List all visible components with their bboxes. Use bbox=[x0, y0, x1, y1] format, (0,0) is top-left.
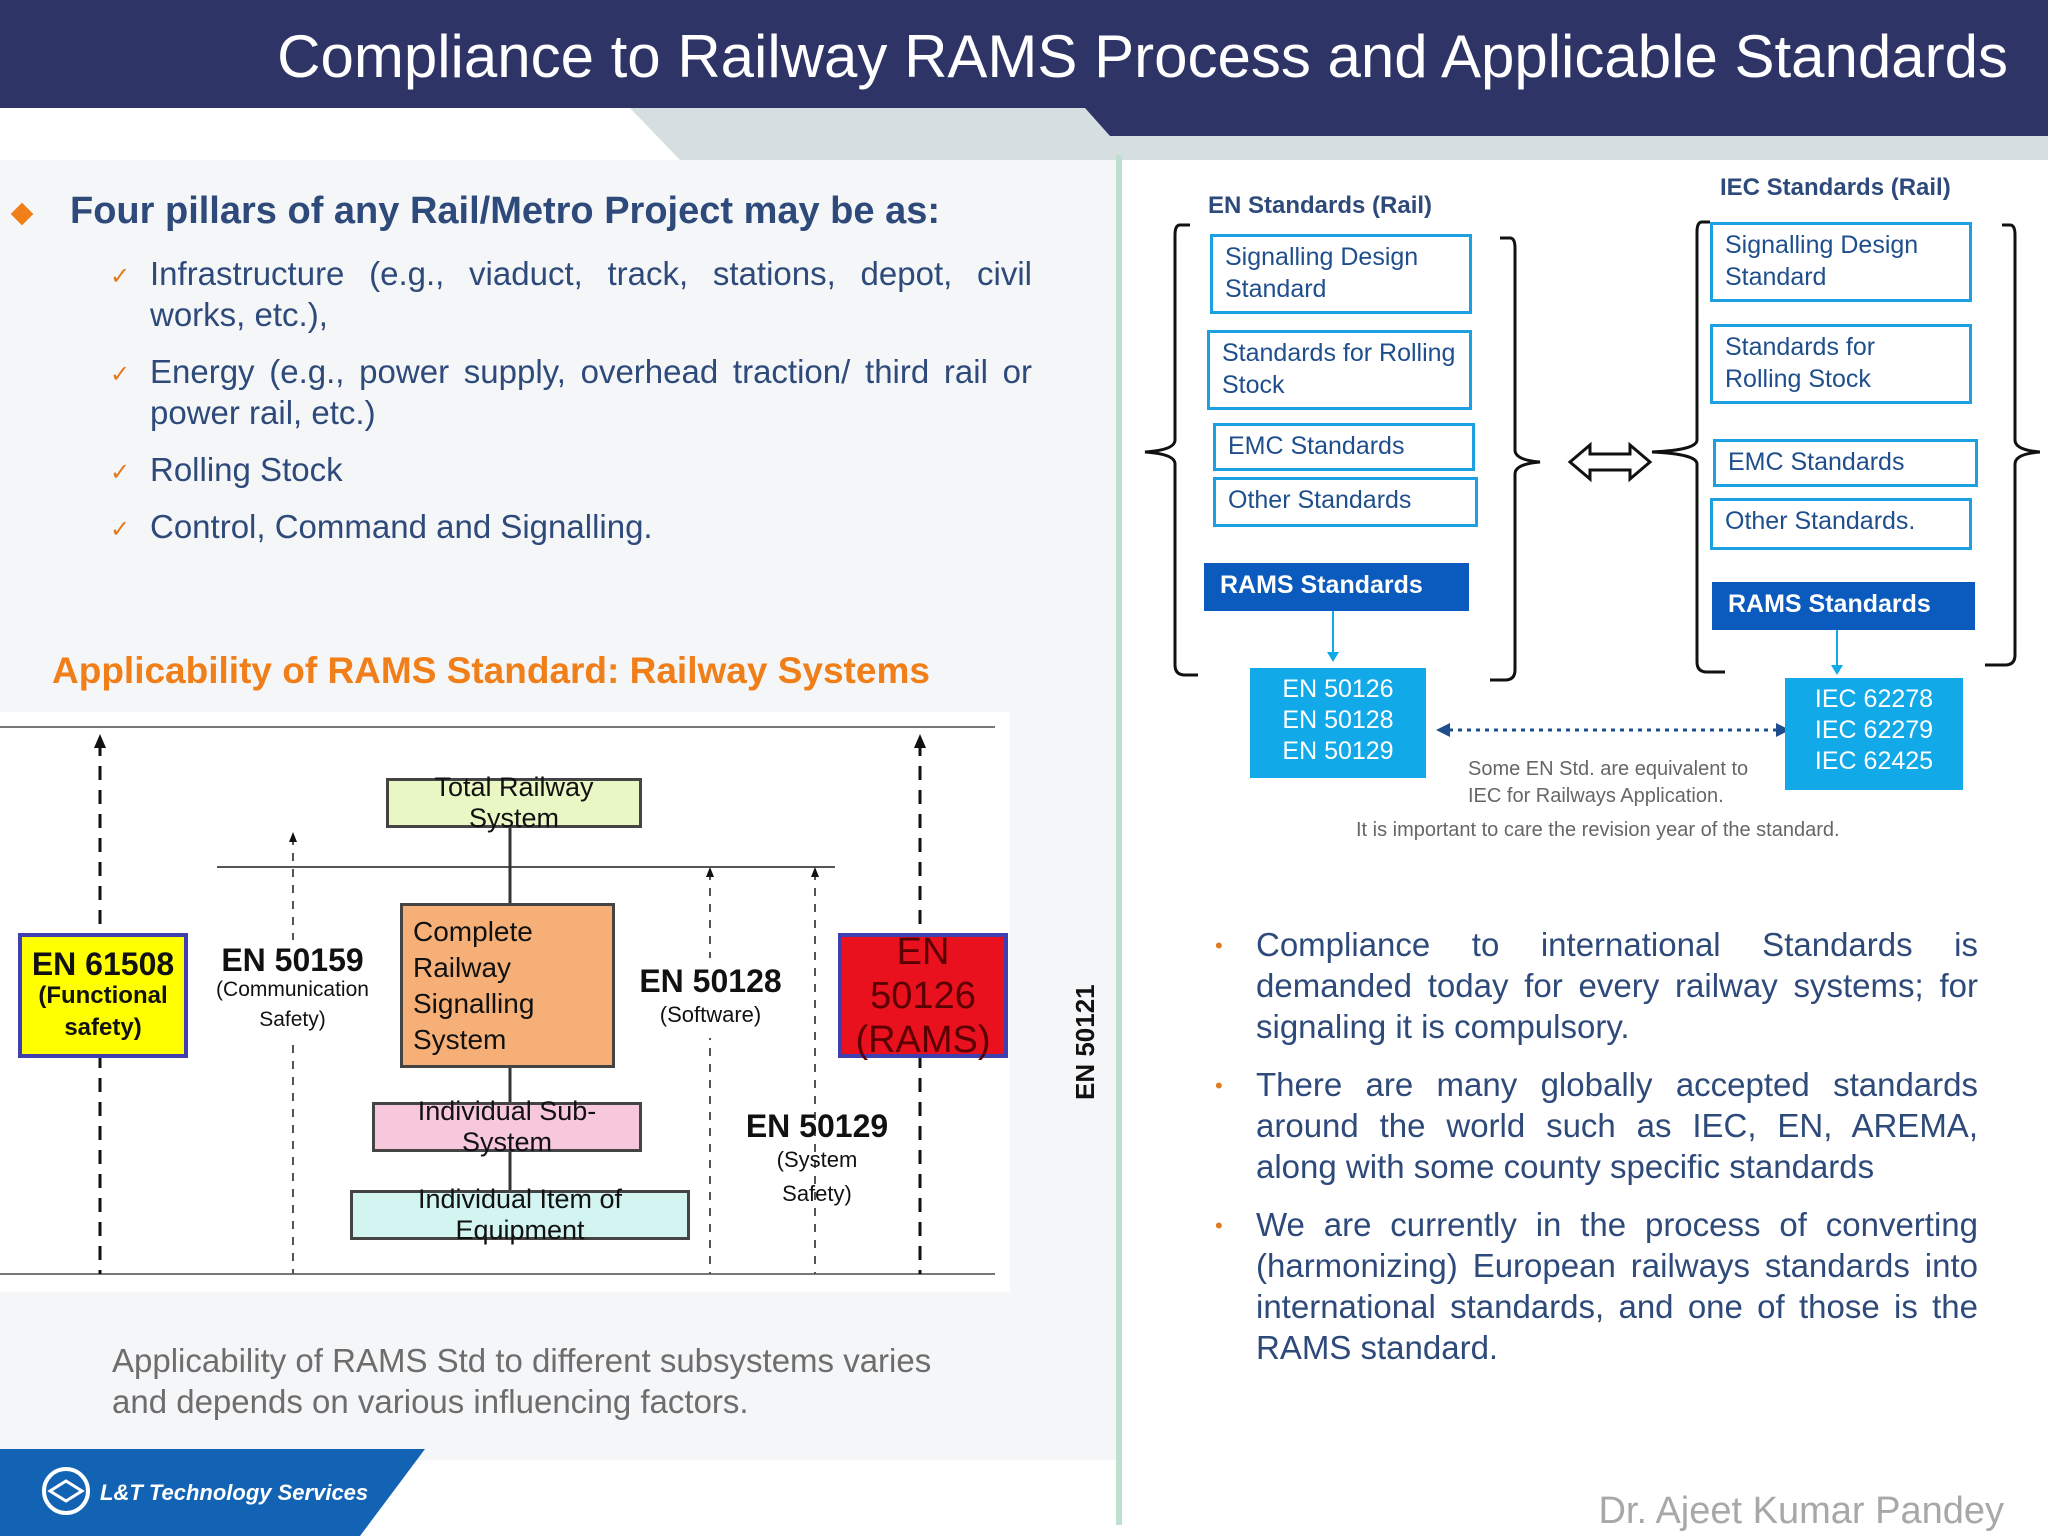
diagram-caption: Applicability of RAMS Std to different s… bbox=[112, 1342, 932, 1420]
bullet-dot-icon: • bbox=[1215, 1073, 1223, 1098]
item-equipment-box: Individual Item of Equipment bbox=[350, 1184, 690, 1245]
en-rams-box: RAMS Standards bbox=[1204, 563, 1469, 611]
pillars-title: Four pillars of any Rail/Metro Project m… bbox=[70, 190, 941, 232]
panel-divider bbox=[1116, 155, 1122, 1525]
en-emc-box: EMC Standards bbox=[1213, 423, 1475, 471]
iec-emc-box: EMC Standards bbox=[1713, 439, 1978, 487]
complete-signalling-box: Complete Railway Signalling System bbox=[400, 903, 615, 1068]
bullet-dot-icon: • bbox=[1215, 1213, 1223, 1238]
complete-signalling-line: System bbox=[413, 1023, 507, 1055]
total-railway-system-box: Total Railway System bbox=[386, 772, 642, 833]
en61508-desc: (Functional bbox=[38, 981, 168, 1009]
en50128-desc: (Software) bbox=[659, 1002, 762, 1027]
applicability-title: Applicability of RAMS Standard: Railway … bbox=[52, 650, 930, 691]
complete-signalling-line: Complete bbox=[413, 915, 533, 947]
iec-rams-box: RAMS Standards bbox=[1712, 582, 1975, 630]
en-code: EN 50128 bbox=[1282, 706, 1394, 734]
en50126-box: EN 50126 (RAMS) bbox=[838, 930, 1008, 1061]
en50159-label: EN 50159 (Communication Safety) bbox=[210, 940, 375, 1040]
logo-banner bbox=[0, 1449, 425, 1536]
pillar-item: Rolling Stock bbox=[150, 451, 343, 488]
iec-code: IEC 62279 bbox=[1814, 716, 1934, 744]
en-codes-box: EN 50126 EN 50128 EN 50129 bbox=[1250, 668, 1426, 778]
en-other-box: Other Standards bbox=[1213, 477, 1478, 527]
sub-system-box: Individual Sub-System bbox=[372, 1096, 642, 1157]
iec-standards-title: IEC Standards (Rail) bbox=[1720, 174, 1951, 201]
logo-text: L&T Technology Services bbox=[100, 1480, 369, 1505]
en50126-desc: (RAMS) bbox=[855, 1018, 991, 1061]
equivalence-note: IEC for Railways Application. bbox=[1468, 785, 1724, 807]
en50129-code: EN 50129 bbox=[745, 1108, 889, 1144]
en-signalling-design-box: Signalling Design Standard bbox=[1210, 234, 1472, 314]
en50128-code: EN 50128 bbox=[639, 963, 782, 999]
bullet-dot-icon: • bbox=[1215, 933, 1223, 958]
standards-bullet: There are many globally accepted standar… bbox=[1256, 1066, 1978, 1185]
en50159-desc: (Communication bbox=[216, 978, 369, 1001]
standards-brackets bbox=[1144, 220, 2040, 737]
equivalence-note: Some EN Std. are equivalent to bbox=[1468, 758, 1749, 780]
check-icon: ✓ bbox=[110, 361, 131, 388]
en-code: EN 50129 bbox=[1282, 737, 1394, 765]
pillar-item: Infrastructure (e.g., viaduct, track, st… bbox=[150, 255, 1032, 333]
author-name: Dr. Ajeet Kumar Pandey bbox=[1598, 1490, 2004, 1532]
en50128-label: EN 50128 (Software) bbox=[638, 958, 783, 1038]
en50159-code: EN 50159 bbox=[221, 942, 364, 978]
en50126-code: EN 50126 bbox=[870, 930, 976, 1017]
en50129-label: EN 50129 (System Safety) bbox=[742, 1109, 892, 1206]
pillar-item: Energy (e.g., power supply, overhead tra… bbox=[150, 353, 1032, 431]
harmonizing-bullet: We are currently in the process of conve… bbox=[1256, 1206, 1978, 1366]
en61508-box: EN 61508 (Functional safety) bbox=[18, 933, 188, 1058]
iec-other-box: Other Standards. bbox=[1710, 498, 1972, 550]
iec-code: IEC 62278 bbox=[1814, 685, 1934, 713]
en61508-code: EN 61508 bbox=[31, 945, 175, 982]
complete-signalling-line: Signalling bbox=[413, 987, 535, 1019]
page-title: Compliance to Railway RAMS Process and A… bbox=[277, 23, 2008, 90]
en-rolling-stock-box: Standards for Rolling Stock bbox=[1207, 330, 1472, 410]
en50159-desc: Safety) bbox=[259, 1008, 326, 1031]
check-icon: ✓ bbox=[110, 516, 131, 543]
header-band bbox=[0, 108, 2048, 160]
revision-note: It is important to care the revision yea… bbox=[1356, 819, 1840, 841]
en61508-desc: safety) bbox=[64, 1013, 142, 1041]
pillar-item: Control, Command and Signalling. bbox=[150, 508, 653, 545]
en-standards-title: EN Standards (Rail) bbox=[1208, 192, 1433, 219]
title-bar bbox=[0, 0, 2048, 108]
complete-signalling-line: Railway bbox=[413, 951, 512, 983]
check-icon: ✓ bbox=[110, 263, 131, 290]
en50129-desc: (System Safety) bbox=[776, 1147, 858, 1206]
iec-signalling-design-box: Signalling Design Standard bbox=[1710, 222, 1972, 302]
iec-code: IEC 62425 bbox=[1814, 747, 1934, 775]
check-icon: ✓ bbox=[110, 459, 131, 486]
en50121-label: EN 50121 bbox=[1070, 984, 1100, 1100]
en-code: EN 50126 bbox=[1282, 675, 1394, 703]
iec-codes-box: IEC 62278 IEC 62279 IEC 62425 bbox=[1785, 678, 1963, 790]
iec-rolling-stock-box: Standards for Rolling Stock bbox=[1710, 324, 1972, 404]
compliance-bullet: Compliance to international Standards is… bbox=[1256, 926, 1978, 1045]
